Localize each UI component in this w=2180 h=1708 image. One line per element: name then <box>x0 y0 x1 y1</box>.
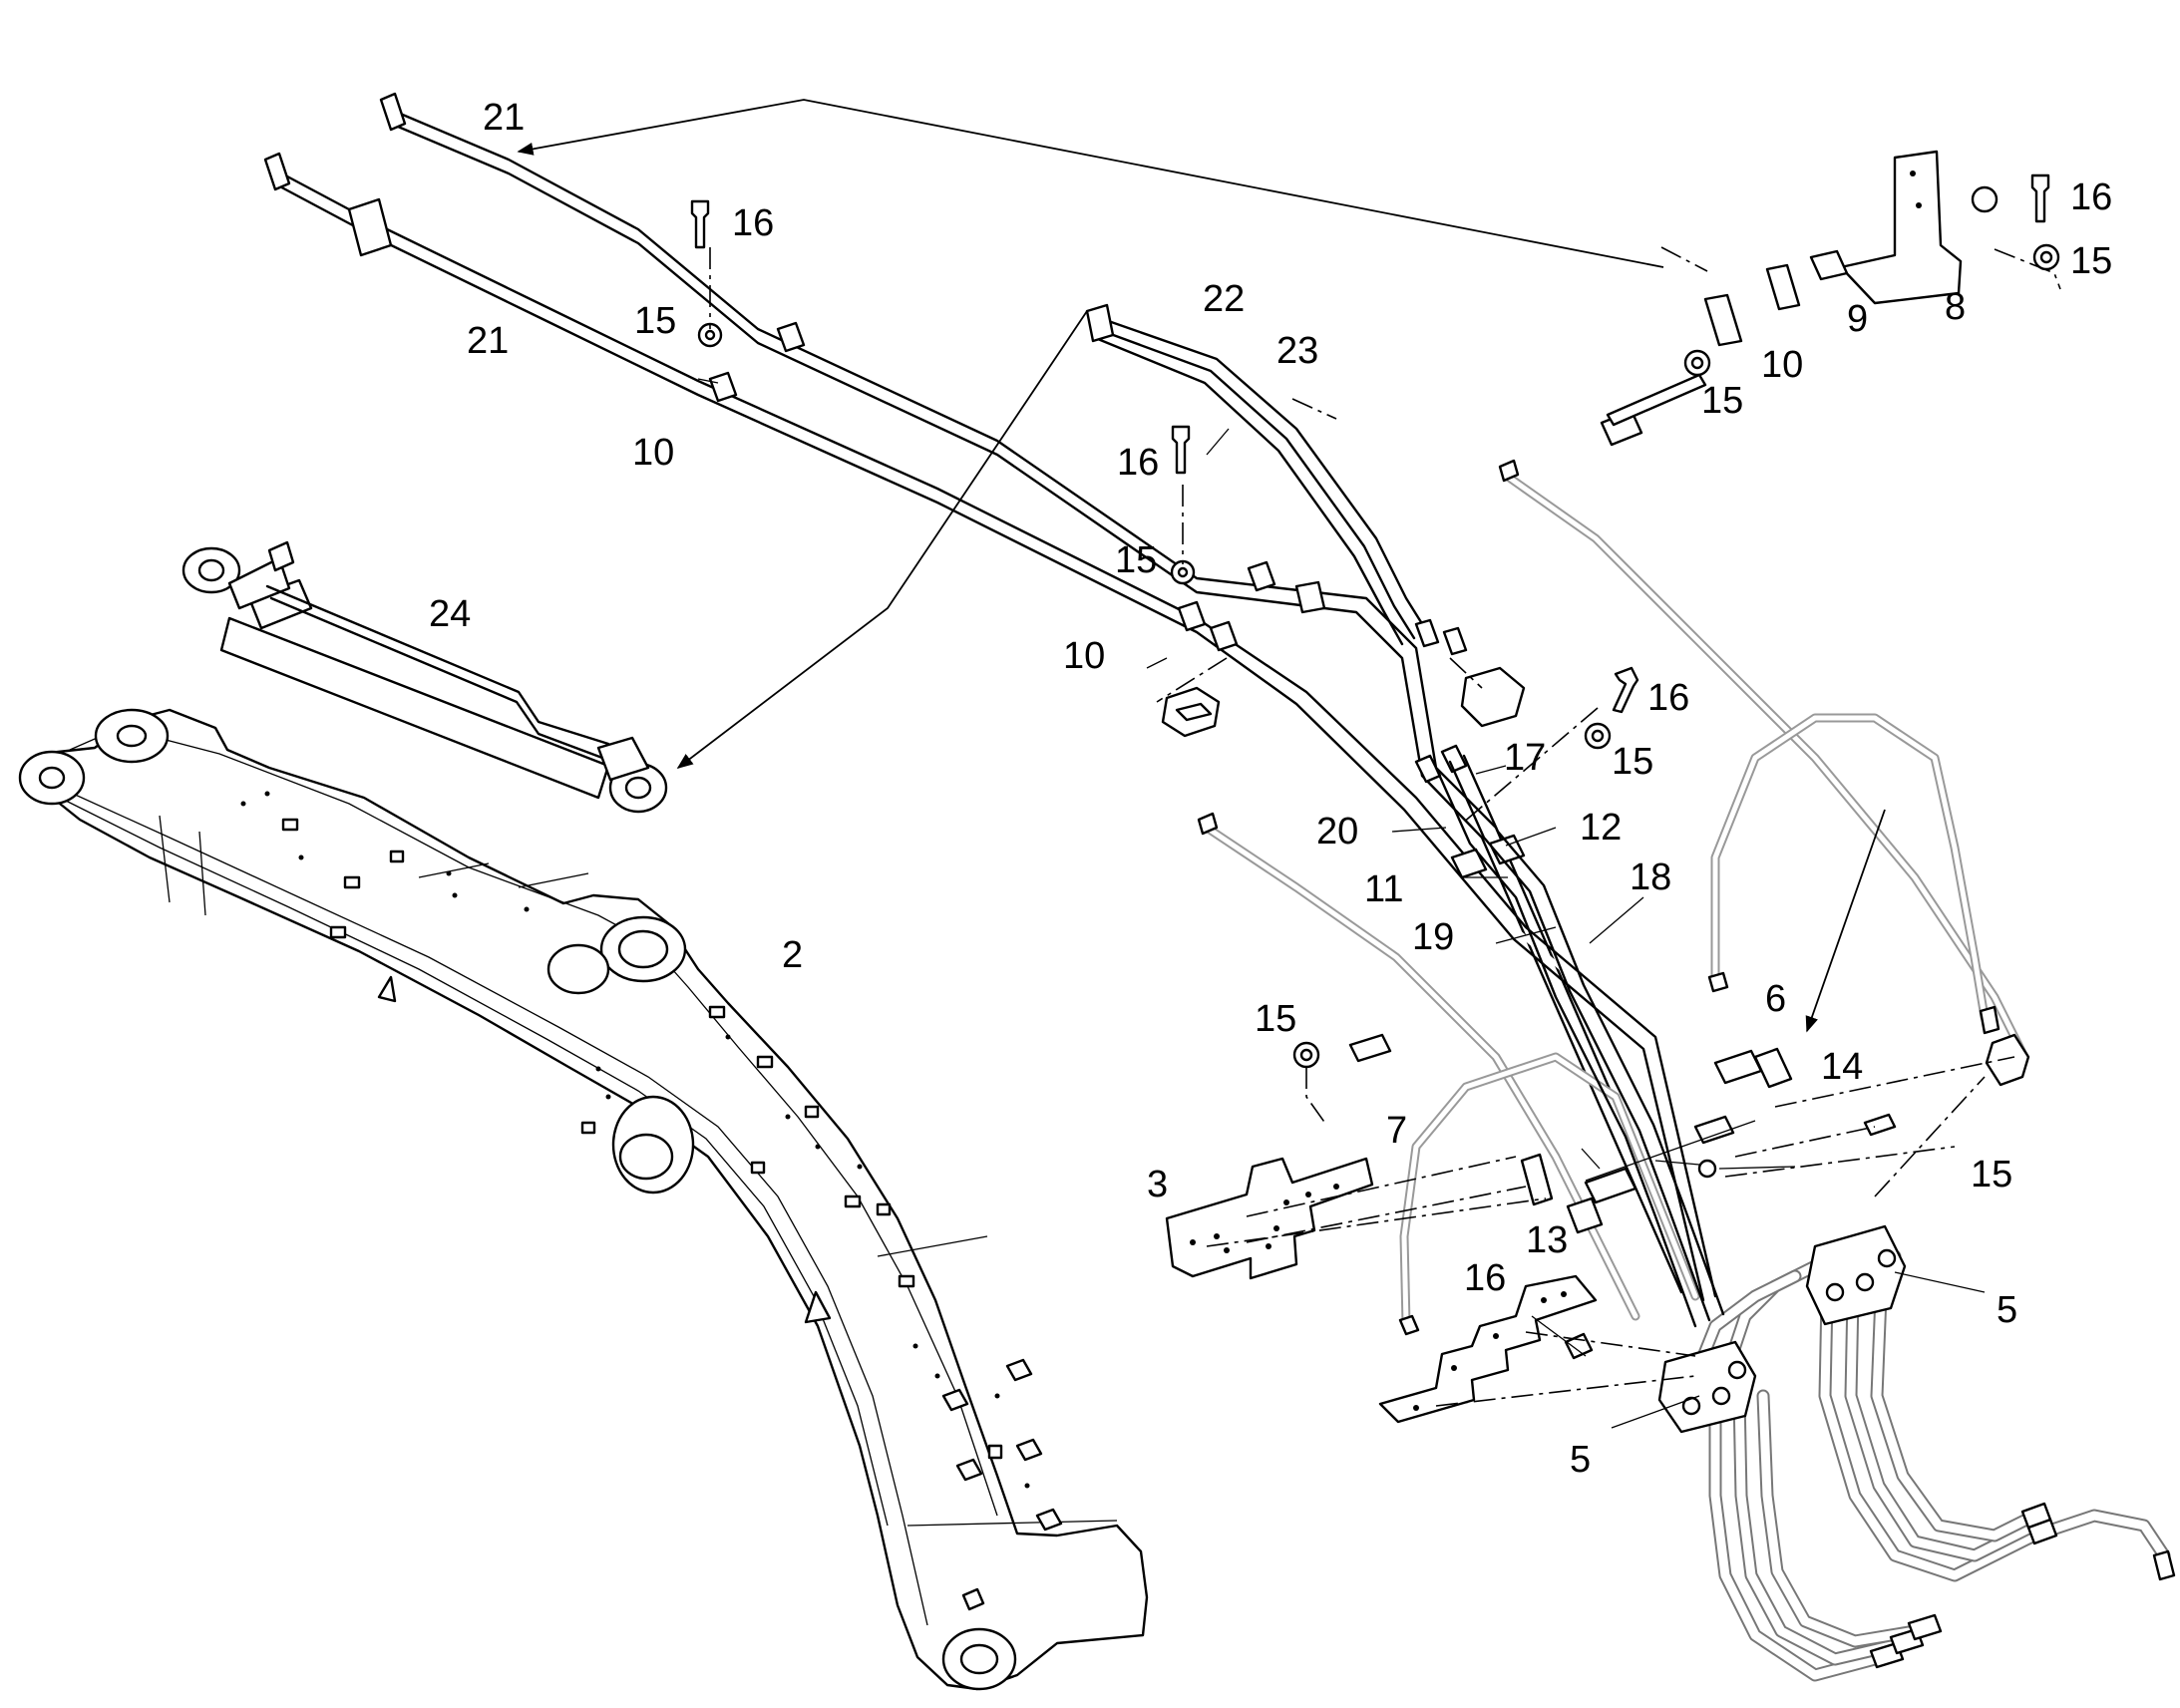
pipe-21-lower <box>263 152 1717 1302</box>
callout-16-mid: 16 <box>1117 442 1159 484</box>
callout-10-left: 10 <box>632 432 674 474</box>
callout-19: 19 <box>1412 916 1454 958</box>
callout-15-plate: 15 <box>1255 998 1296 1040</box>
callout-7: 7 <box>1386 1110 1407 1152</box>
callout-3: 3 <box>1147 1164 1168 1205</box>
callout-18: 18 <box>1630 856 1671 898</box>
callout-9: 9 <box>1847 298 1868 340</box>
callout-10-topright: 10 <box>1761 344 1803 386</box>
callout-6: 6 <box>1765 978 1786 1020</box>
callout-16-topright: 16 <box>2070 176 2112 218</box>
callout-leaders <box>697 378 1986 1429</box>
callout-15-lower-right: 15 <box>1971 1154 2012 1196</box>
callout-24: 24 <box>429 593 471 635</box>
callout-23: 23 <box>1276 330 1318 372</box>
callout-17: 17 <box>1504 737 1546 779</box>
callout-16-lower: 16 <box>1464 1257 1506 1299</box>
cylinder-part <box>182 540 668 814</box>
callout-10-mid: 10 <box>1063 635 1105 677</box>
callout-8: 8 <box>1945 286 1966 328</box>
callout-15-right: 15 <box>1612 741 1653 783</box>
callout-16-top: 16 <box>732 202 774 244</box>
callout-14: 14 <box>1821 1046 1863 1088</box>
manifold-block-lower <box>1657 1340 1757 1434</box>
manifold-block-upper <box>1805 1224 1907 1326</box>
callout-12: 12 <box>1580 807 1622 849</box>
callout-5-right: 5 <box>1997 1289 2017 1331</box>
callout-21-top: 21 <box>483 97 525 139</box>
callout-20: 20 <box>1316 811 1358 853</box>
loose-hoses <box>1197 459 2029 1336</box>
callout-15-mid: 15 <box>1115 539 1157 581</box>
callout-13: 13 <box>1526 1219 1568 1261</box>
callout-5-lower: 5 <box>1570 1439 1591 1481</box>
callout-11: 11 <box>1364 868 1403 910</box>
hoses-22-23 <box>1085 303 1526 728</box>
assembly-centerlines <box>709 246 2061 1407</box>
hose-bundle <box>1688 1249 2176 1682</box>
callout-15-top: 15 <box>634 300 676 342</box>
leader-arrows <box>517 99 1886 1033</box>
callout-2: 2 <box>782 934 803 976</box>
callout-22: 22 <box>1203 278 1245 320</box>
clamp-plate-3 <box>1165 1157 1374 1280</box>
boom-part <box>18 708 1149 1691</box>
support-bracket-clamp <box>1156 657 1228 738</box>
callout-15-bracket: 15 <box>1701 380 1743 422</box>
callout-15-topright: 15 <box>2070 240 2112 282</box>
callout-labels: 21 21 16 15 10 24 22 23 16 15 10 16 15 9… <box>429 97 2112 1481</box>
clamp-plate-lower <box>1378 1274 1598 1424</box>
callout-21-left: 21 <box>467 320 509 362</box>
callout-16-right: 16 <box>1647 677 1689 719</box>
